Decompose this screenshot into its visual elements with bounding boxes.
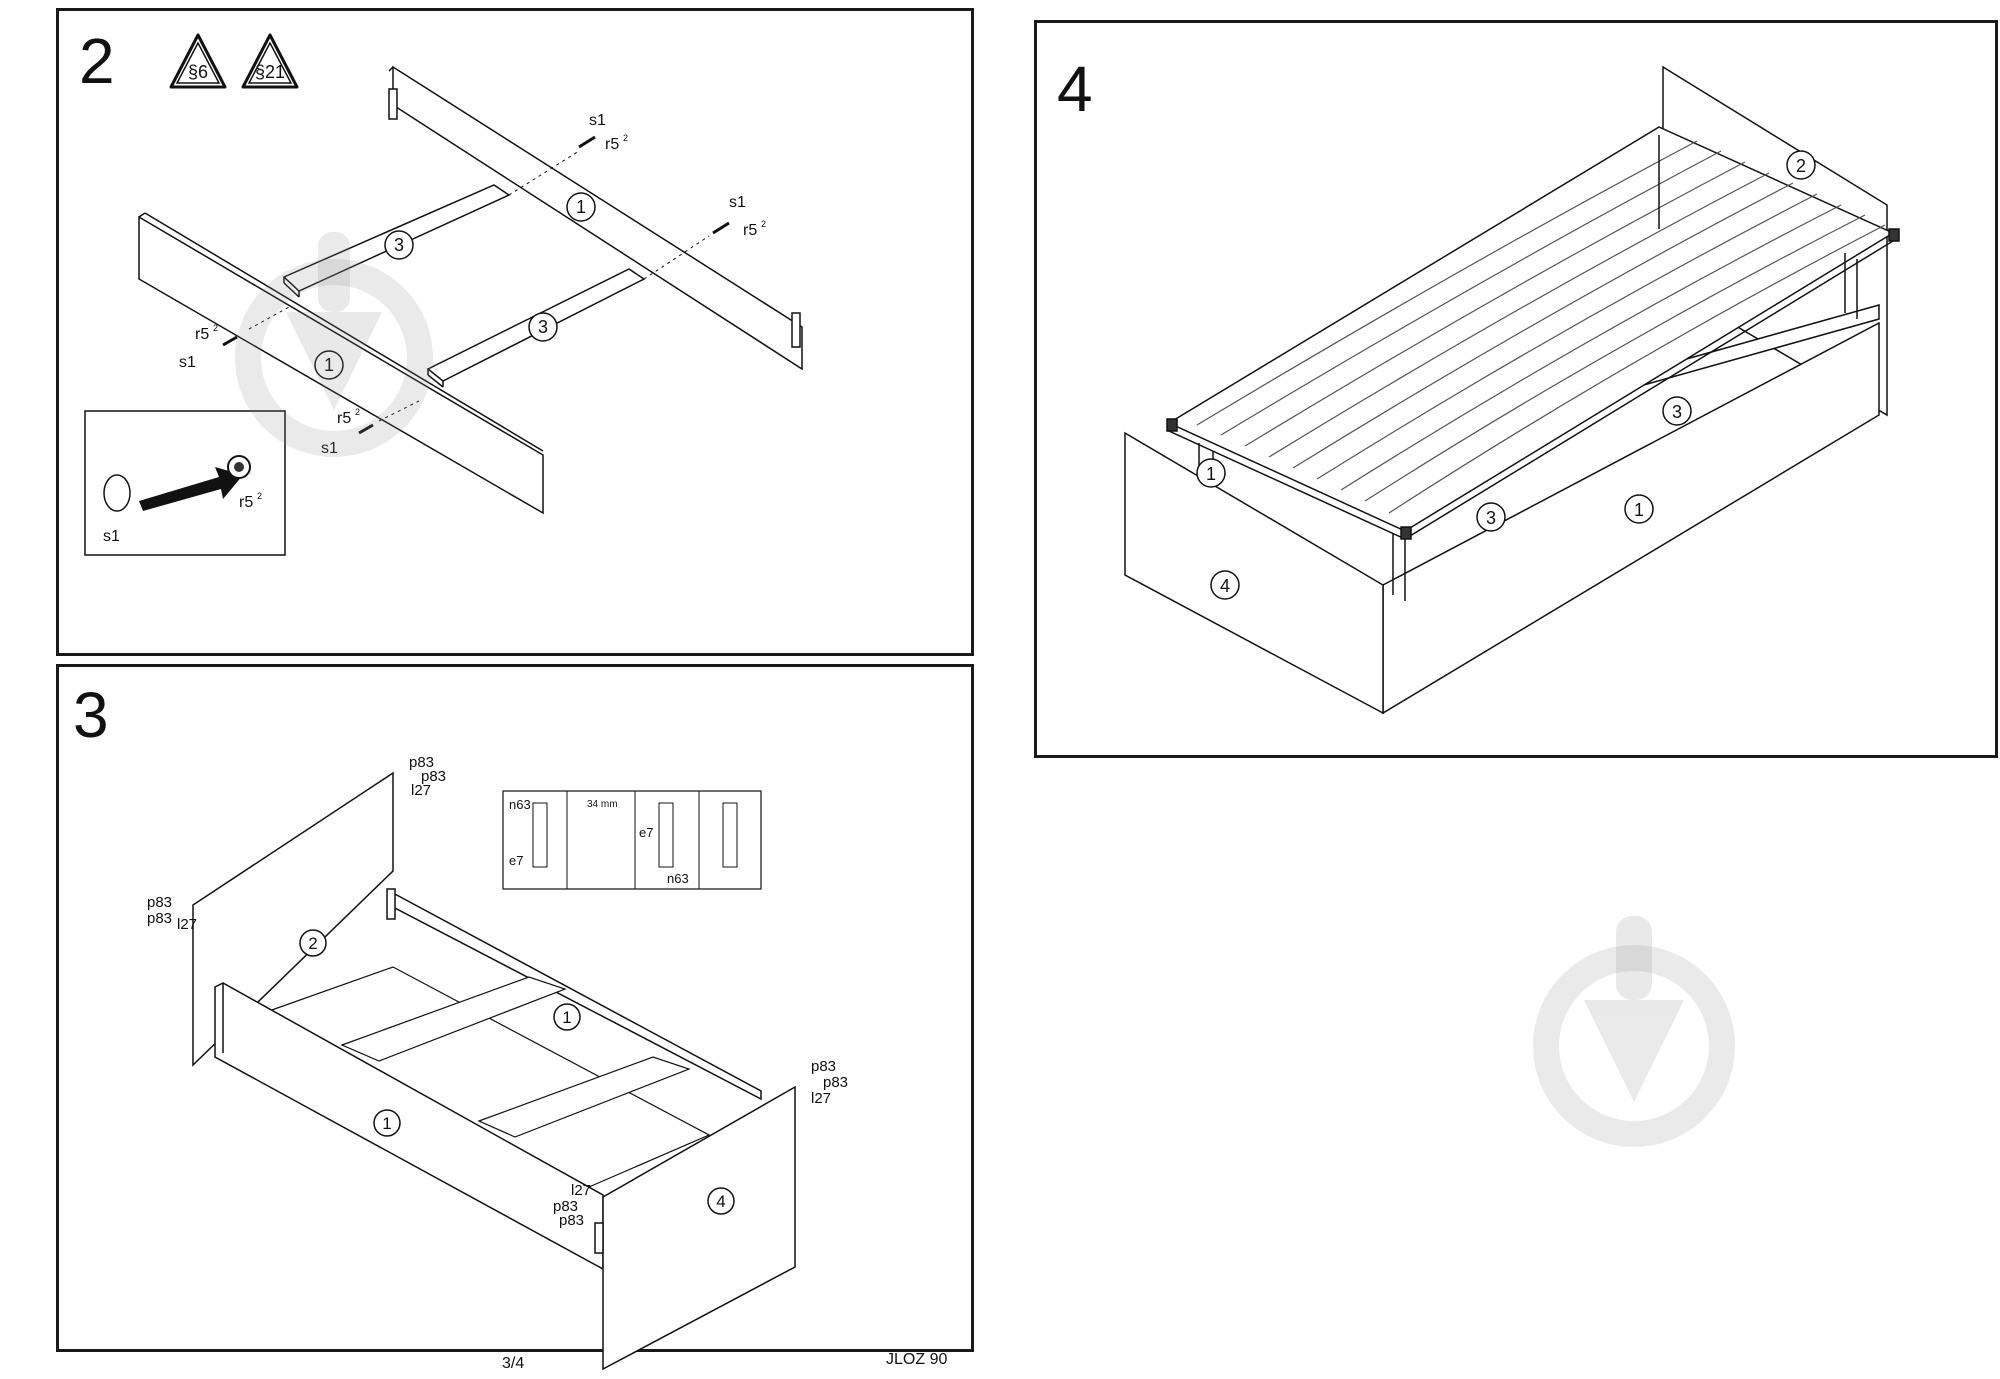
page-number: 3/4 <box>502 1355 525 1372</box>
detail-label-e7: e7 <box>639 825 653 840</box>
cam-cap-icon <box>103 474 131 512</box>
screw-icon <box>578 135 596 149</box>
step-3-number: 3 <box>73 679 109 751</box>
label-r5: r5 <box>605 136 619 153</box>
svg-text:3: 3 <box>1486 508 1496 528</box>
label-l27: l27 <box>177 916 197 933</box>
svg-text:3: 3 <box>394 235 404 255</box>
label-l27: l27 <box>811 1090 831 1107</box>
detail-label-e7: e7 <box>509 853 523 868</box>
part-callout: 1 <box>373 1109 401 1137</box>
part-callout: 1 <box>566 192 596 222</box>
svg-text:3: 3 <box>1672 402 1682 422</box>
label-s1: s1 <box>729 194 746 211</box>
headboard-panel <box>192 771 394 1067</box>
part-callout: 4 <box>707 1187 735 1215</box>
bracket-icon <box>658 802 674 868</box>
label-s1: s1 <box>179 354 196 371</box>
svg-text:1: 1 <box>324 355 334 375</box>
label-superscript: 2 <box>213 323 218 333</box>
label-superscript: 2 <box>355 407 360 417</box>
step-2-drawing: §6 §21 <box>84 33 803 556</box>
part-callout: 1 <box>314 350 344 380</box>
svg-text:2: 2 <box>1796 156 1806 176</box>
bracket-icon <box>722 802 738 868</box>
screw-icon <box>358 423 374 435</box>
step-4-panel: 4 <box>1034 20 1998 758</box>
label-p83: p83 <box>421 768 446 785</box>
detail-inset: s1 r5 2 <box>84 410 286 556</box>
label-p83: p83 <box>553 1198 578 1215</box>
inset-label-r5: r5 <box>239 494 253 511</box>
side-rail-back <box>388 65 803 371</box>
label-superscript: 2 <box>623 133 628 143</box>
step-4-number: 4 <box>1057 53 1093 125</box>
warning-badge-icon: §6 <box>169 33 227 89</box>
part-callout: 1 <box>553 1003 581 1031</box>
part-callout: 3 <box>1476 502 1506 532</box>
inset-label-s1: s1 <box>103 528 120 545</box>
svg-text:4: 4 <box>1220 576 1230 596</box>
bracket-icon <box>532 802 548 868</box>
label-superscript: 2 <box>761 219 766 229</box>
detail-label-n63: n63 <box>667 871 689 886</box>
warning-badge-icon: §21 <box>241 33 299 89</box>
model-code: JLOZ 90 <box>886 1351 948 1368</box>
screw-icon <box>222 335 238 347</box>
label-p83: p83 <box>811 1058 836 1075</box>
inset-label-superscript: 2 <box>257 491 262 501</box>
part-callout: 4 <box>1210 570 1240 600</box>
svg-text:1: 1 <box>382 1114 391 1133</box>
label-l27: l27 <box>571 1182 591 1199</box>
side-rail-back <box>386 888 762 1101</box>
svg-text:4: 4 <box>716 1192 725 1211</box>
label-s1: s1 <box>589 112 606 129</box>
footboard-panel <box>594 1085 796 1371</box>
label-p83: p83 <box>559 1212 584 1229</box>
badge-ref-21: §21 <box>255 62 285 82</box>
svg-text:1: 1 <box>1634 500 1644 520</box>
part-callout: 3 <box>384 230 414 260</box>
label-l27: l27 <box>411 782 431 799</box>
svg-text:3: 3 <box>538 317 548 337</box>
screw-icon <box>712 221 730 235</box>
part-callout: 3 <box>1662 396 1692 426</box>
part-callout: 1 <box>1196 458 1226 488</box>
part-callout: 1 <box>1624 494 1654 524</box>
detail-label-34mm: 34 mm <box>587 799 618 810</box>
arrow-icon <box>139 467 243 511</box>
label-p83: p83 <box>147 910 172 927</box>
svg-text:2: 2 <box>308 934 317 953</box>
footboard-panel <box>1124 431 1384 715</box>
bracket-detail-strip: n63 e7 34 mm e7 n63 <box>502 790 762 890</box>
label-p83: p83 <box>823 1074 848 1091</box>
detail-label-n63: n63 <box>509 797 531 812</box>
svg-text:1: 1 <box>1206 464 1216 484</box>
step-2-panel: 2 §6 §21 <box>56 8 974 656</box>
label-p83: p83 <box>409 754 434 771</box>
svg-text:1: 1 <box>562 1008 571 1027</box>
part-callout: 3 <box>528 312 558 342</box>
svg-text:1: 1 <box>576 197 586 217</box>
label-p83: p83 <box>147 894 172 911</box>
label-r5: r5 <box>337 410 351 427</box>
label-r5: r5 <box>743 222 757 239</box>
step-3-drawing: p83 p83 l27 p83 p83 l27 p83 p83 l27 l27 … <box>147 754 848 1371</box>
part-callout: 2 <box>1786 150 1816 180</box>
badge-ref-6: §6 <box>188 62 208 82</box>
label-s1: s1 <box>321 440 338 457</box>
step-3-panel: 3 p83 p83 l27 p83 p83 <box>56 664 974 1371</box>
part-callout: 2 <box>299 929 327 957</box>
label-r5: r5 <box>195 326 209 343</box>
step-2-number: 2 <box>79 25 115 97</box>
step-4-drawing: 2 1 3 3 1 4 <box>1124 65 1900 715</box>
